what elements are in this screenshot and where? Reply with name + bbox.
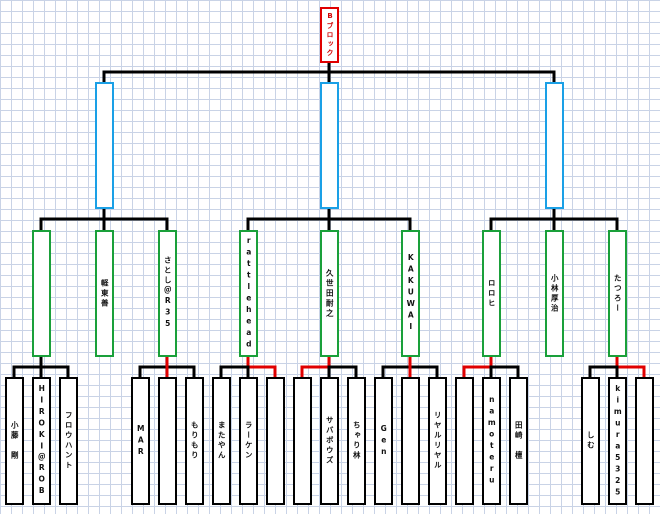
- player-box-1-2-1: [401, 377, 420, 505]
- player-box-1-0-1-label: ラーケン: [244, 421, 254, 461]
- player-box-1-0-0: またやん: [212, 377, 231, 505]
- player-box-2-2-1-label: kimura5325: [613, 383, 623, 499]
- player-box-2-2-0: しむ: [581, 377, 600, 505]
- player-box-0-2-2-label: もりもり: [190, 421, 200, 461]
- team-box-0-2: さとし＠R35: [158, 230, 177, 357]
- team-box-1-1-label: 久世田耐之: [325, 268, 335, 319]
- player-box-1-2-0: Gen: [374, 377, 393, 505]
- team-box-1-2-label: KAKUWAI: [406, 253, 416, 334]
- team-box-2-2: たつろー: [608, 230, 627, 357]
- team-box-0-2-label: さとし＠R35: [163, 256, 173, 331]
- player-box-2-2-2: [635, 377, 654, 505]
- player-box-1-1-1: サバボウズ: [320, 377, 339, 505]
- player-box-0-0-0-label: 小藤 剛: [10, 421, 20, 461]
- root-box: Bブロック: [320, 7, 339, 63]
- player-box-1-0-2: [266, 377, 285, 505]
- player-box-0-2-1: [158, 377, 177, 505]
- group-box-2: [545, 82, 564, 209]
- player-box-1-1-1-label: サバボウズ: [325, 416, 335, 466]
- player-box-0-0-1-label: HIROKI＠ROB: [37, 384, 47, 498]
- player-box-2-0-2: 田崎 檀: [509, 377, 528, 505]
- player-box-0-2-0: MAR: [131, 377, 150, 505]
- team-box-2-0: ロロヒ: [482, 230, 501, 357]
- player-box-1-2-2: リヤルリヤル: [428, 377, 447, 505]
- player-box-2-0-1: namoteru: [482, 377, 501, 505]
- player-box-0-0-2-label: フロウハント: [64, 411, 74, 471]
- root-box-label: Bブロック: [326, 12, 334, 58]
- team-box-1-0: rattlehead: [239, 230, 258, 357]
- player-box-1-0-1: ラーケン: [239, 377, 258, 505]
- player-box-2-0-1-label: namoteru: [487, 395, 497, 487]
- player-box-1-1-2: ちゃり林: [347, 377, 366, 505]
- player-box-1-0-0-label: またやん: [217, 421, 227, 461]
- group-box-0: [95, 82, 114, 209]
- player-box-0-0-0: 小藤 剛: [5, 377, 24, 505]
- player-box-1-2-2-label: リヤルリヤル: [433, 411, 443, 471]
- team-box-1-2: KAKUWAI: [401, 230, 420, 357]
- team-box-1-1: 久世田耐之: [320, 230, 339, 357]
- player-box-2-2-1: kimura5325: [608, 377, 627, 505]
- team-box-2-1: 小林厚治: [545, 230, 564, 357]
- player-box-1-1-0: [293, 377, 312, 505]
- team-box-2-0-label: ロロヒ: [487, 278, 497, 309]
- player-box-1-1-2-label: ちゃり林: [352, 421, 362, 461]
- player-box-2-0-0: [455, 377, 474, 505]
- team-box-2-2-label: たつろー: [613, 273, 623, 314]
- player-box-0-2-2: もりもり: [185, 377, 204, 505]
- player-box-0-0-1: HIROKI＠ROB: [32, 377, 51, 505]
- team-box-0-1-label: 軽東善: [100, 278, 110, 309]
- team-box-0-0: [32, 230, 51, 357]
- team-box-2-1-label: 小林厚治: [550, 273, 560, 314]
- player-box-2-0-2-label: 田崎 檀: [514, 421, 524, 461]
- team-box-0-1: 軽東善: [95, 230, 114, 357]
- team-box-1-0-label: rattlehead: [244, 236, 254, 351]
- player-box-0-0-2: フロウハント: [59, 377, 78, 505]
- player-box-2-2-0-label: しむ: [586, 431, 596, 451]
- group-box-1: [320, 82, 339, 209]
- player-box-0-2-0-label: MAR: [136, 423, 146, 459]
- player-box-1-2-0-label: Gen: [379, 423, 389, 459]
